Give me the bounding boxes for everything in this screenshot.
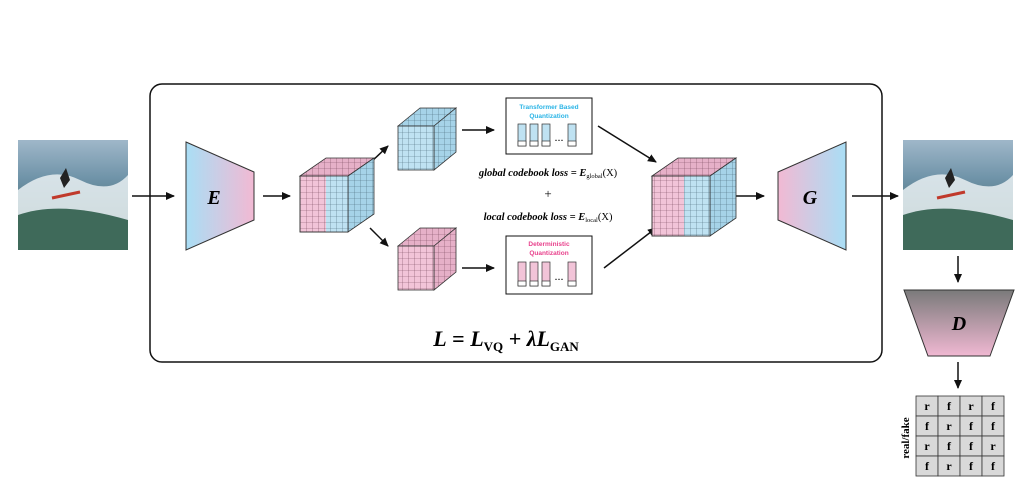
local-codebook-vectors [517,261,577,287]
grid-cell-label: r [946,459,952,473]
arrow-latent-to-local [369,227,389,247]
grid-cell-label: f [925,419,930,433]
latent-cube [298,157,376,233]
model-box [149,83,883,363]
output-image [903,140,1013,250]
global-codebook-vectors [517,123,577,147]
grid-cell-label: f [991,419,996,433]
global-feature-cube [396,107,458,171]
grid-cell-label: r [946,419,952,433]
grid-cell-label: f [969,459,974,473]
local-quantization-box: Deterministic Quantization ... [505,235,593,295]
global-loss: global codebook loss = Eglobal(X) [478,168,618,180]
input-image [18,140,128,250]
global-quant-title-1: Transformer Based [519,104,578,111]
objective-formula: L = LVQ + λLGAN [432,326,579,354]
arrow-globalquant-to-merge [597,125,657,163]
grid-cell [981,455,1005,477]
codebook-losses: global codebook loss = Eglobal(X) + loca… [478,168,618,224]
grid-cell-label: r [924,439,930,453]
grid-cell-label: f [991,399,996,413]
local-ellipsis: ... [555,269,564,283]
grid-cell-label: r [990,439,996,453]
discriminator-label: D [951,313,966,335]
merged-cube [650,157,738,237]
encoder: E [185,141,255,251]
generator: G [777,141,847,251]
grid-cell-label: f [969,419,974,433]
discriminator: D [903,289,1015,357]
grid-cell-label: r [924,399,930,413]
encoder-label: E [206,187,220,209]
global-quant-title-2: Quantization [529,113,568,120]
grid-cell-label: f [991,459,996,473]
grid-cell-label: f [969,439,974,453]
generator-label: G [803,187,818,209]
grid-cell-label: f [947,399,952,413]
global-quantization-box: Transformer Based Quantization ... [505,97,593,155]
global-ellipsis: ... [555,130,564,144]
local-loss: local codebook loss = Elocal(X) [484,212,613,224]
real-fake-axis-label: real/fake [900,417,912,458]
local-quant-title-1: Deterministic [528,241,570,248]
arrow-localquant-to-merge [603,227,657,269]
loss-plus: + [544,186,551,201]
local-quant-title-2: Quantization [529,250,568,257]
grid-cell-label: f [925,459,930,473]
grid-cell-label: f [947,439,952,453]
local-feature-cube [396,227,458,291]
grid-cell-label: r [968,399,974,413]
